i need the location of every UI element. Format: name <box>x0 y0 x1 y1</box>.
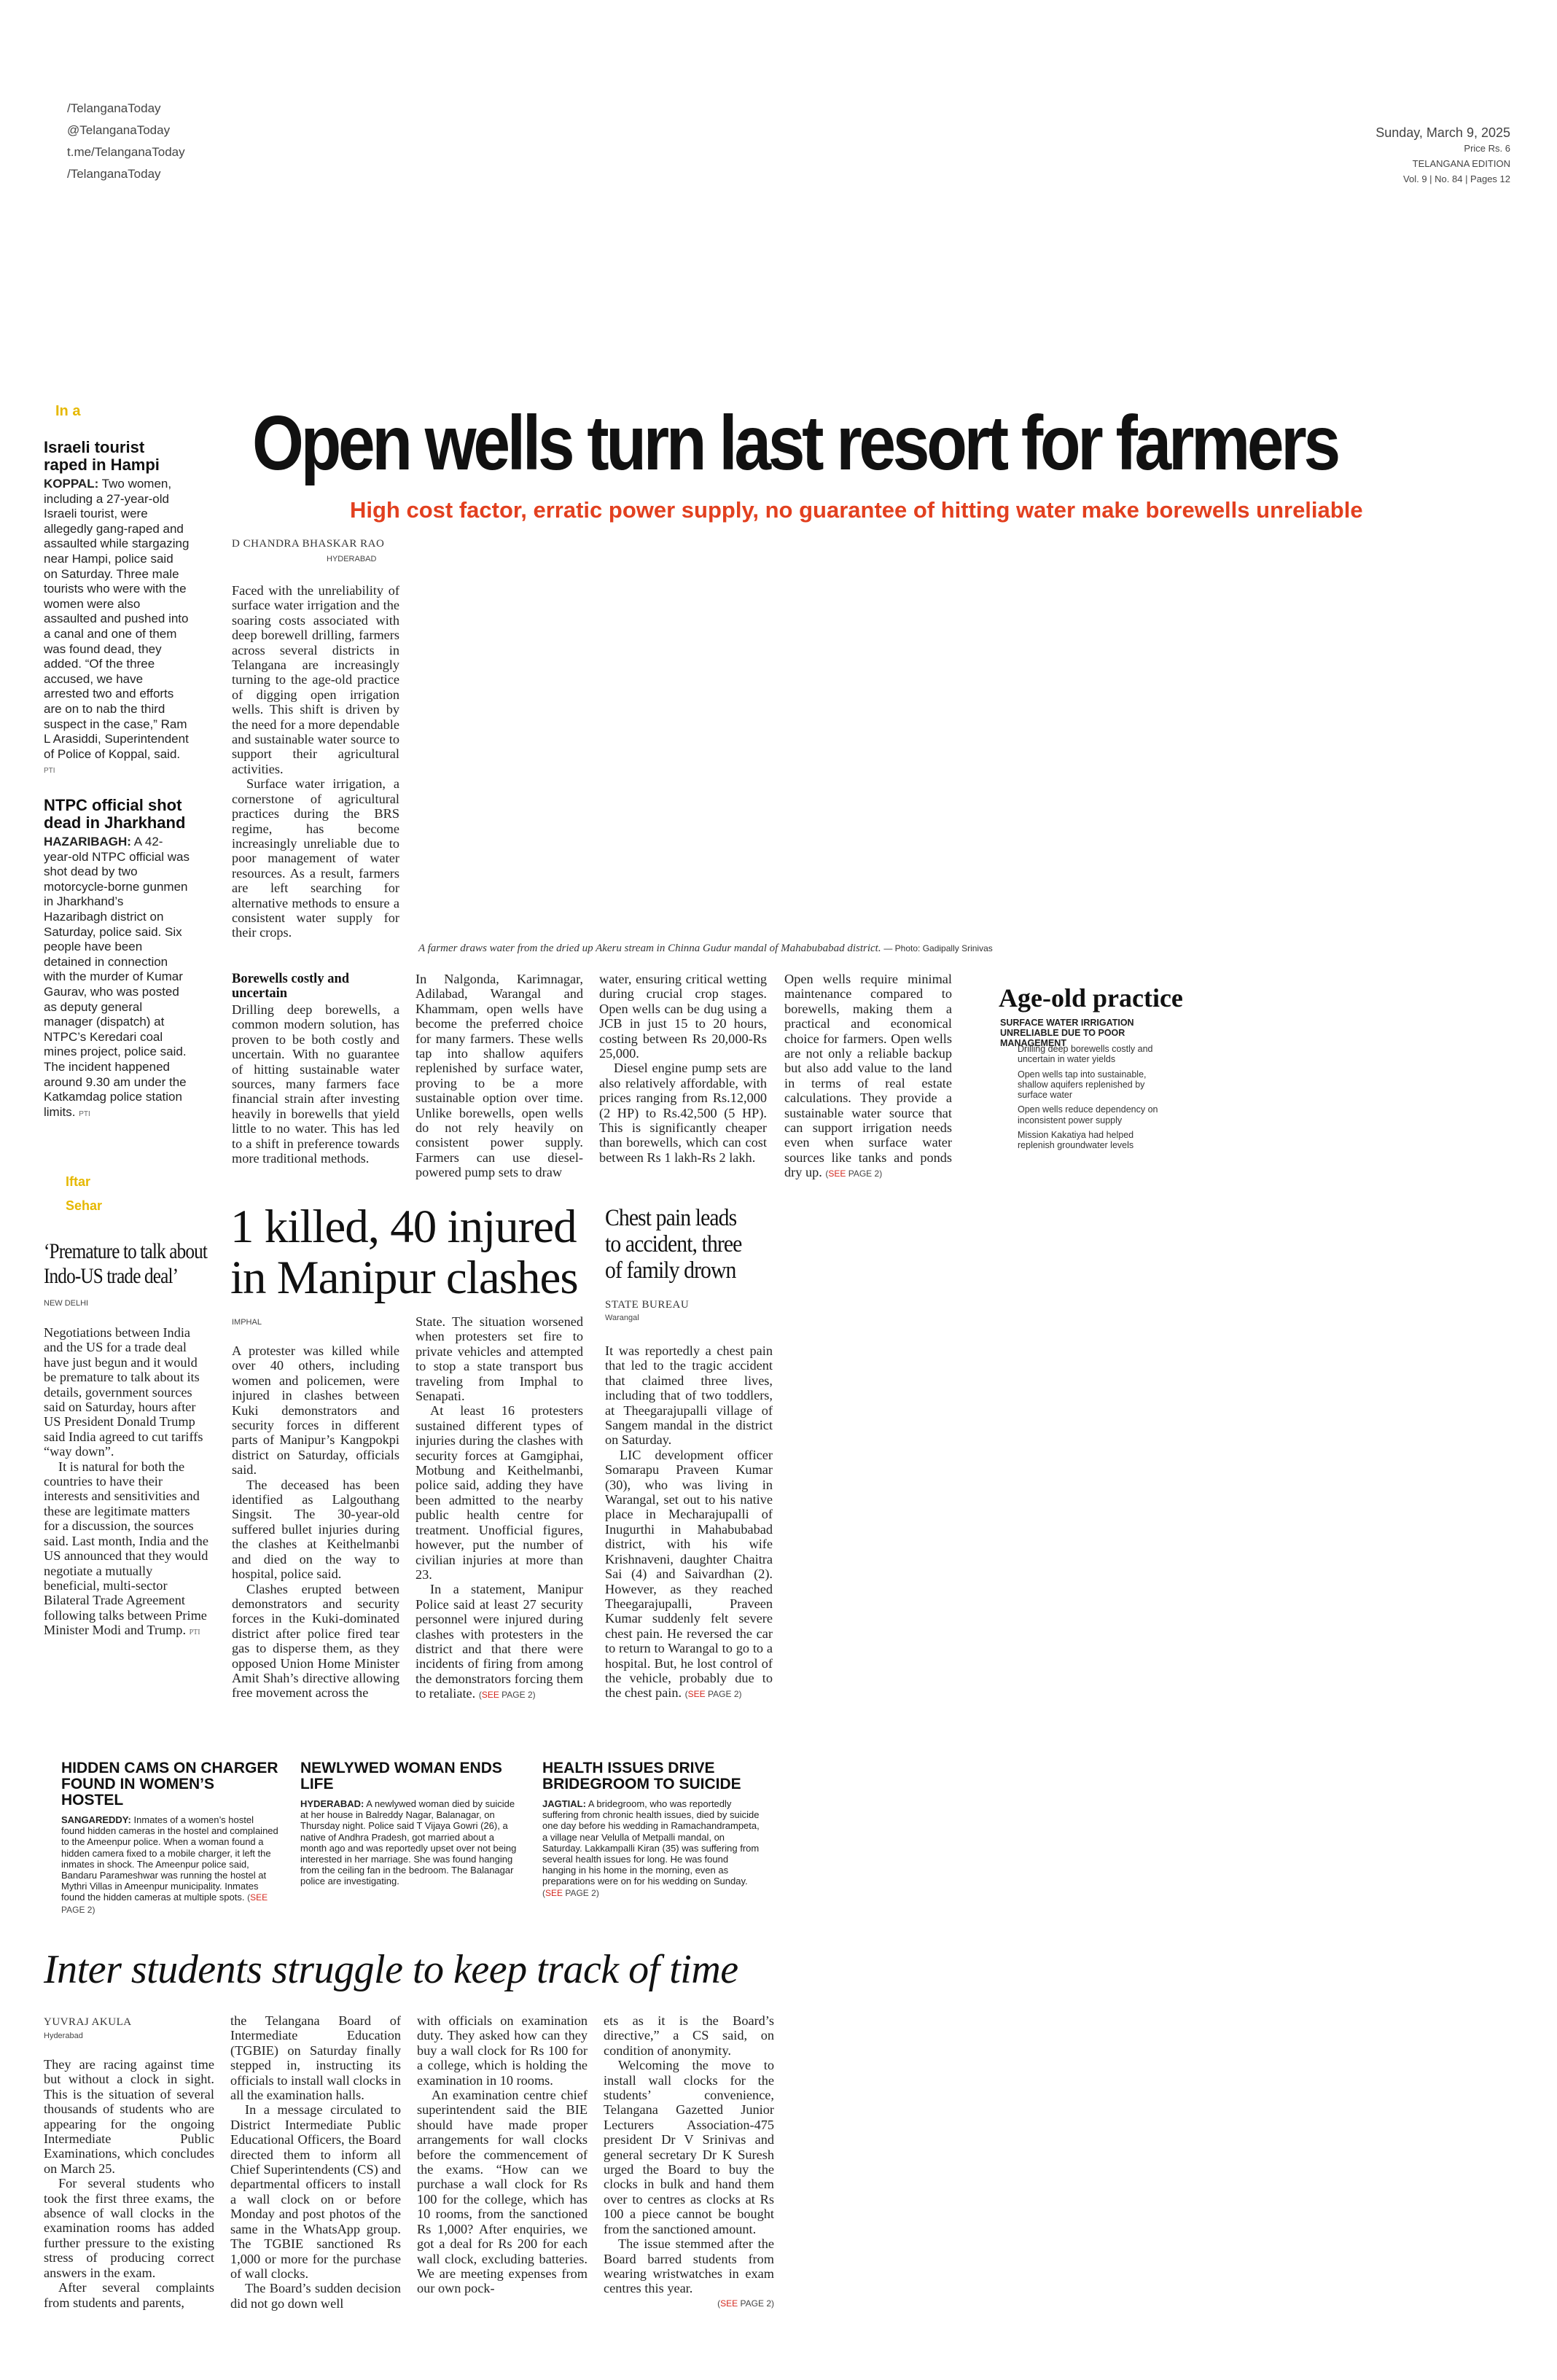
manipur-place: IMPHAL <box>232 1318 262 1327</box>
trade-story: ‘Premature to talk about Indo-US trade d… <box>44 1239 208 1641</box>
brief-headline: HIDDEN CAMS ON CHARGER FOUND IN WOMEN’S … <box>61 1760 278 1809</box>
instagram-link[interactable]: /TelanganaToday <box>67 167 161 181</box>
inter-col-4: ets as it is the Board’s directive,” a C… <box>604 2013 774 2311</box>
sidebar-bullets: Drilling deep borewells costly and uncer… <box>1018 1044 1163 1155</box>
see-page-link[interactable]: (SEE PAGE 2) <box>825 1168 883 1179</box>
lead-subheadline: High cost factor, erratic power supply, … <box>350 497 1363 523</box>
lead-place: HYDERABAD <box>327 555 377 563</box>
iftar-label: Iftar <box>66 1174 91 1189</box>
brief-body: SANGAREDDY: Inmates of a women’s hostel … <box>61 1814 278 1915</box>
facebook-link[interactable]: /TelanganaToday <box>67 101 161 115</box>
sidebar-title: Age-old practice <box>999 983 1183 1013</box>
volume: Vol. 9 | No. 84 | Pages 12 <box>1403 173 1510 184</box>
inter-col-3: with officials on examination duty. They… <box>417 2013 588 2296</box>
list-item: Open wells tap into sustainable, shallow… <box>1018 1069 1147 1101</box>
lead-col-1: Faced with the unreliability of surface … <box>232 583 399 940</box>
see-page-link[interactable]: (SEE PAGE 2) <box>684 1689 742 1700</box>
brief-headline: Israeli tourist raped in Hampi <box>44 438 160 474</box>
manipur-col-1: A protester was killed while over 40 oth… <box>232 1343 399 1701</box>
inter-place: Hyderabad <box>44 2032 83 2040</box>
see-page-link[interactable]: (SEE PAGE 2) <box>61 1892 268 1915</box>
chest-body: It was reportedly a chest pain that led … <box>605 1343 773 1701</box>
list-item: Mission Kakatiya had helped replenish gr… <box>1018 1130 1134 1151</box>
lead-headline: Open wells turn last resort for farmers <box>252 400 1341 486</box>
lead-subhead: Borewells costly and uncertain <box>232 972 350 1001</box>
lead-byline: D CHANDRA BHASKAR RAO <box>232 538 385 550</box>
trade-headline: ‘Premature to talk about Indo-US trade d… <box>44 1239 208 1288</box>
list-item: Open wells reduce dependency on inconsis… <box>1018 1104 1158 1125</box>
brief-hampi: Israeli tourist raped in Hampi KOPPAL: T… <box>44 439 190 779</box>
trade-body: Negotiations between India and the US fo… <box>44 1325 208 1638</box>
sidebar-subtitle: SURFACE WATER IRRIGATION UNRELIABLE DUE … <box>1000 1018 1134 1048</box>
farmer-photo <box>405 539 1098 933</box>
issue-date: Sunday, March 9, 2025 <box>1375 125 1510 140</box>
inter-headline: Inter students struggle to keep track of… <box>44 1947 738 1992</box>
brief-body: JAGTIAL: A bridegroom, who was reportedl… <box>542 1798 760 1898</box>
iftar-sehar-timings: Iftar Sehar <box>66 1170 102 1218</box>
brief-headline: NTPC official shot dead in Jharkhand <box>44 796 186 832</box>
inter-byline-block: YUVRAJ AKULA Hyderabad <box>44 2016 211 2040</box>
edition: TELANGANA EDITION <box>1412 158 1510 169</box>
lead-col-2: In Nalgonda, Karimnagar, Adilabad, Waran… <box>415 972 583 1180</box>
twitter-link[interactable]: @TelanganaToday <box>67 123 171 137</box>
inter-col-2: the Telangana Board of Intermediate Educ… <box>230 2013 401 2311</box>
dateline: Sunday, March 9, 2025 Price Rs. 6 TELANG… <box>1375 125 1510 187</box>
brief-headline: NEWLYWED WOMAN ENDS LIFE <box>300 1760 502 1792</box>
brief-body: HAZARIBAGH: A 42-year-old NTPC official … <box>44 835 190 1119</box>
brief-body: KOPPAL: Two women, including a 27-year-o… <box>44 477 190 776</box>
photo-caption: A farmer draws water from the dried up A… <box>418 943 993 954</box>
see-page-link[interactable]: (SEE PAGE 2) <box>542 1887 599 1898</box>
brief-headline: HEALTH ISSUES DRIVE BRIDEGROOM TO SUICID… <box>542 1760 741 1792</box>
social-links: /TelanganaToday @TelanganaToday t.me/Tel… <box>67 98 185 185</box>
chest-byline: STATE BUREAU <box>605 1299 690 1311</box>
brief-body: HYDERABAD: A newlywed woman died by suic… <box>300 1798 517 1887</box>
chest-place: Warangal <box>605 1314 639 1322</box>
lead-col-4: Open wells require minimal maintenance c… <box>784 972 952 1180</box>
sehar-label: Sehar <box>66 1198 103 1213</box>
chest-headline: Chest pain leads to accident, three of f… <box>605 1205 742 1284</box>
brief-ntpc: NTPC official shot dead in Jharkhand HAZ… <box>44 797 190 1122</box>
brief-hidden-cams: HIDDEN CAMS ON CHARGER FOUND IN WOMEN’S … <box>61 1760 280 1916</box>
lead-byline-block: D CHANDRA BHASKAR RAO HYDERABAD <box>232 538 399 563</box>
brief-newlywed: NEWLYWED WOMAN ENDS LIFE HYDERABAD: A ne… <box>300 1760 519 1887</box>
list-item: Drilling deep borewells costly and uncer… <box>1018 1044 1153 1065</box>
inter-byline: YUVRAJ AKULA <box>44 2016 132 2028</box>
inter-col-1: They are racing against time but without… <box>44 2057 214 2310</box>
lead-col-1b: Borewells costly and uncertain Drilling … <box>232 972 399 1166</box>
manipur-headline: 1 killed, 40 injured in Manipur clashes <box>230 1201 579 1304</box>
trade-place: NEW DELHI <box>44 1299 89 1308</box>
see-page-link[interactable]: (SEE PAGE 2) <box>478 1690 536 1701</box>
manipur-col-2: State. The situation worsened when prote… <box>415 1314 583 1701</box>
see-page-link[interactable]: (SEE PAGE 2) <box>717 2298 774 2309</box>
telegram-link[interactable]: t.me/TelanganaToday <box>67 145 185 159</box>
lead-col-3: water, ensuring critical wetting during … <box>599 972 767 1165</box>
section-label: In a <box>55 403 81 419</box>
brief-bridegroom: HEALTH ISSUES DRIVE BRIDEGROOM TO SUICID… <box>542 1760 761 1899</box>
price: Price Rs. 6 <box>1464 143 1510 154</box>
chest-byline-block: STATE BUREAU Warangal <box>605 1299 773 1322</box>
